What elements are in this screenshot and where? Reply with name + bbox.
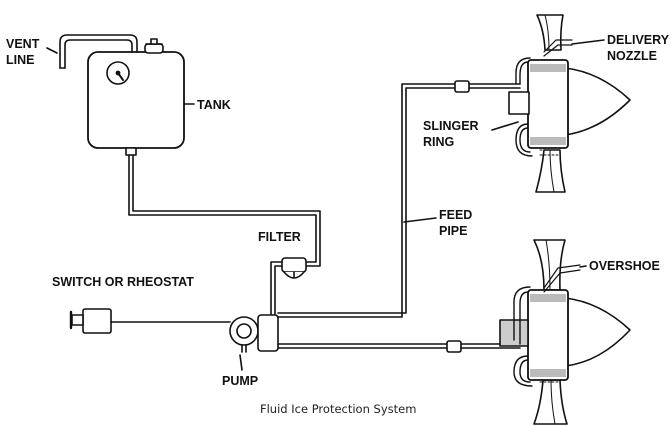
feed-pipe-fitting-lower (446, 340, 462, 353)
label-filter: FILTER (258, 230, 301, 244)
label-tank: TANK (197, 98, 231, 112)
filter-pump-pipe-outer (270, 261, 283, 315)
switch-rheostat (69, 308, 112, 334)
label-slinger: SLINGER (423, 119, 479, 133)
figure-caption: Fluid Ice Protection System (260, 402, 416, 416)
feed-pipe-leader (403, 217, 437, 223)
label-switch: SWITCH OR RHEOSTAT (52, 275, 194, 289)
pump (229, 314, 279, 353)
vent-line (59, 34, 138, 69)
tank-feed-pipe-outer (128, 154, 317, 263)
label-nozzle: NOZZLE (607, 49, 657, 63)
pump-leader (239, 354, 243, 371)
feed-pipe-upper-inner (277, 87, 456, 314)
vent-line-leader (46, 47, 58, 54)
feed-pipe-upper-outer (277, 83, 456, 318)
upper-propeller (508, 14, 631, 193)
tank (87, 38, 185, 156)
label-delivery: DELIVERY (607, 33, 670, 47)
label-pipe: PIPE (439, 224, 468, 238)
label-line: LINE (6, 53, 34, 67)
feed-pipe-fitting-upper (454, 80, 470, 93)
label-overshoe: OVERSHOE (589, 259, 660, 273)
lower-propeller (499, 239, 631, 425)
tank-feed-pipe-inner (132, 154, 321, 267)
label-pump: PUMP (222, 374, 258, 388)
overshoe-leader (579, 265, 587, 268)
label-vent: VENT (6, 37, 40, 51)
filter-pump-pipe-inner (274, 265, 283, 315)
label-feed: FEED (439, 208, 472, 222)
slinger-ring-leader (491, 121, 519, 131)
label-ring: RING (423, 135, 454, 149)
filter (281, 257, 307, 279)
delivery-nozzle-leader (571, 39, 605, 45)
